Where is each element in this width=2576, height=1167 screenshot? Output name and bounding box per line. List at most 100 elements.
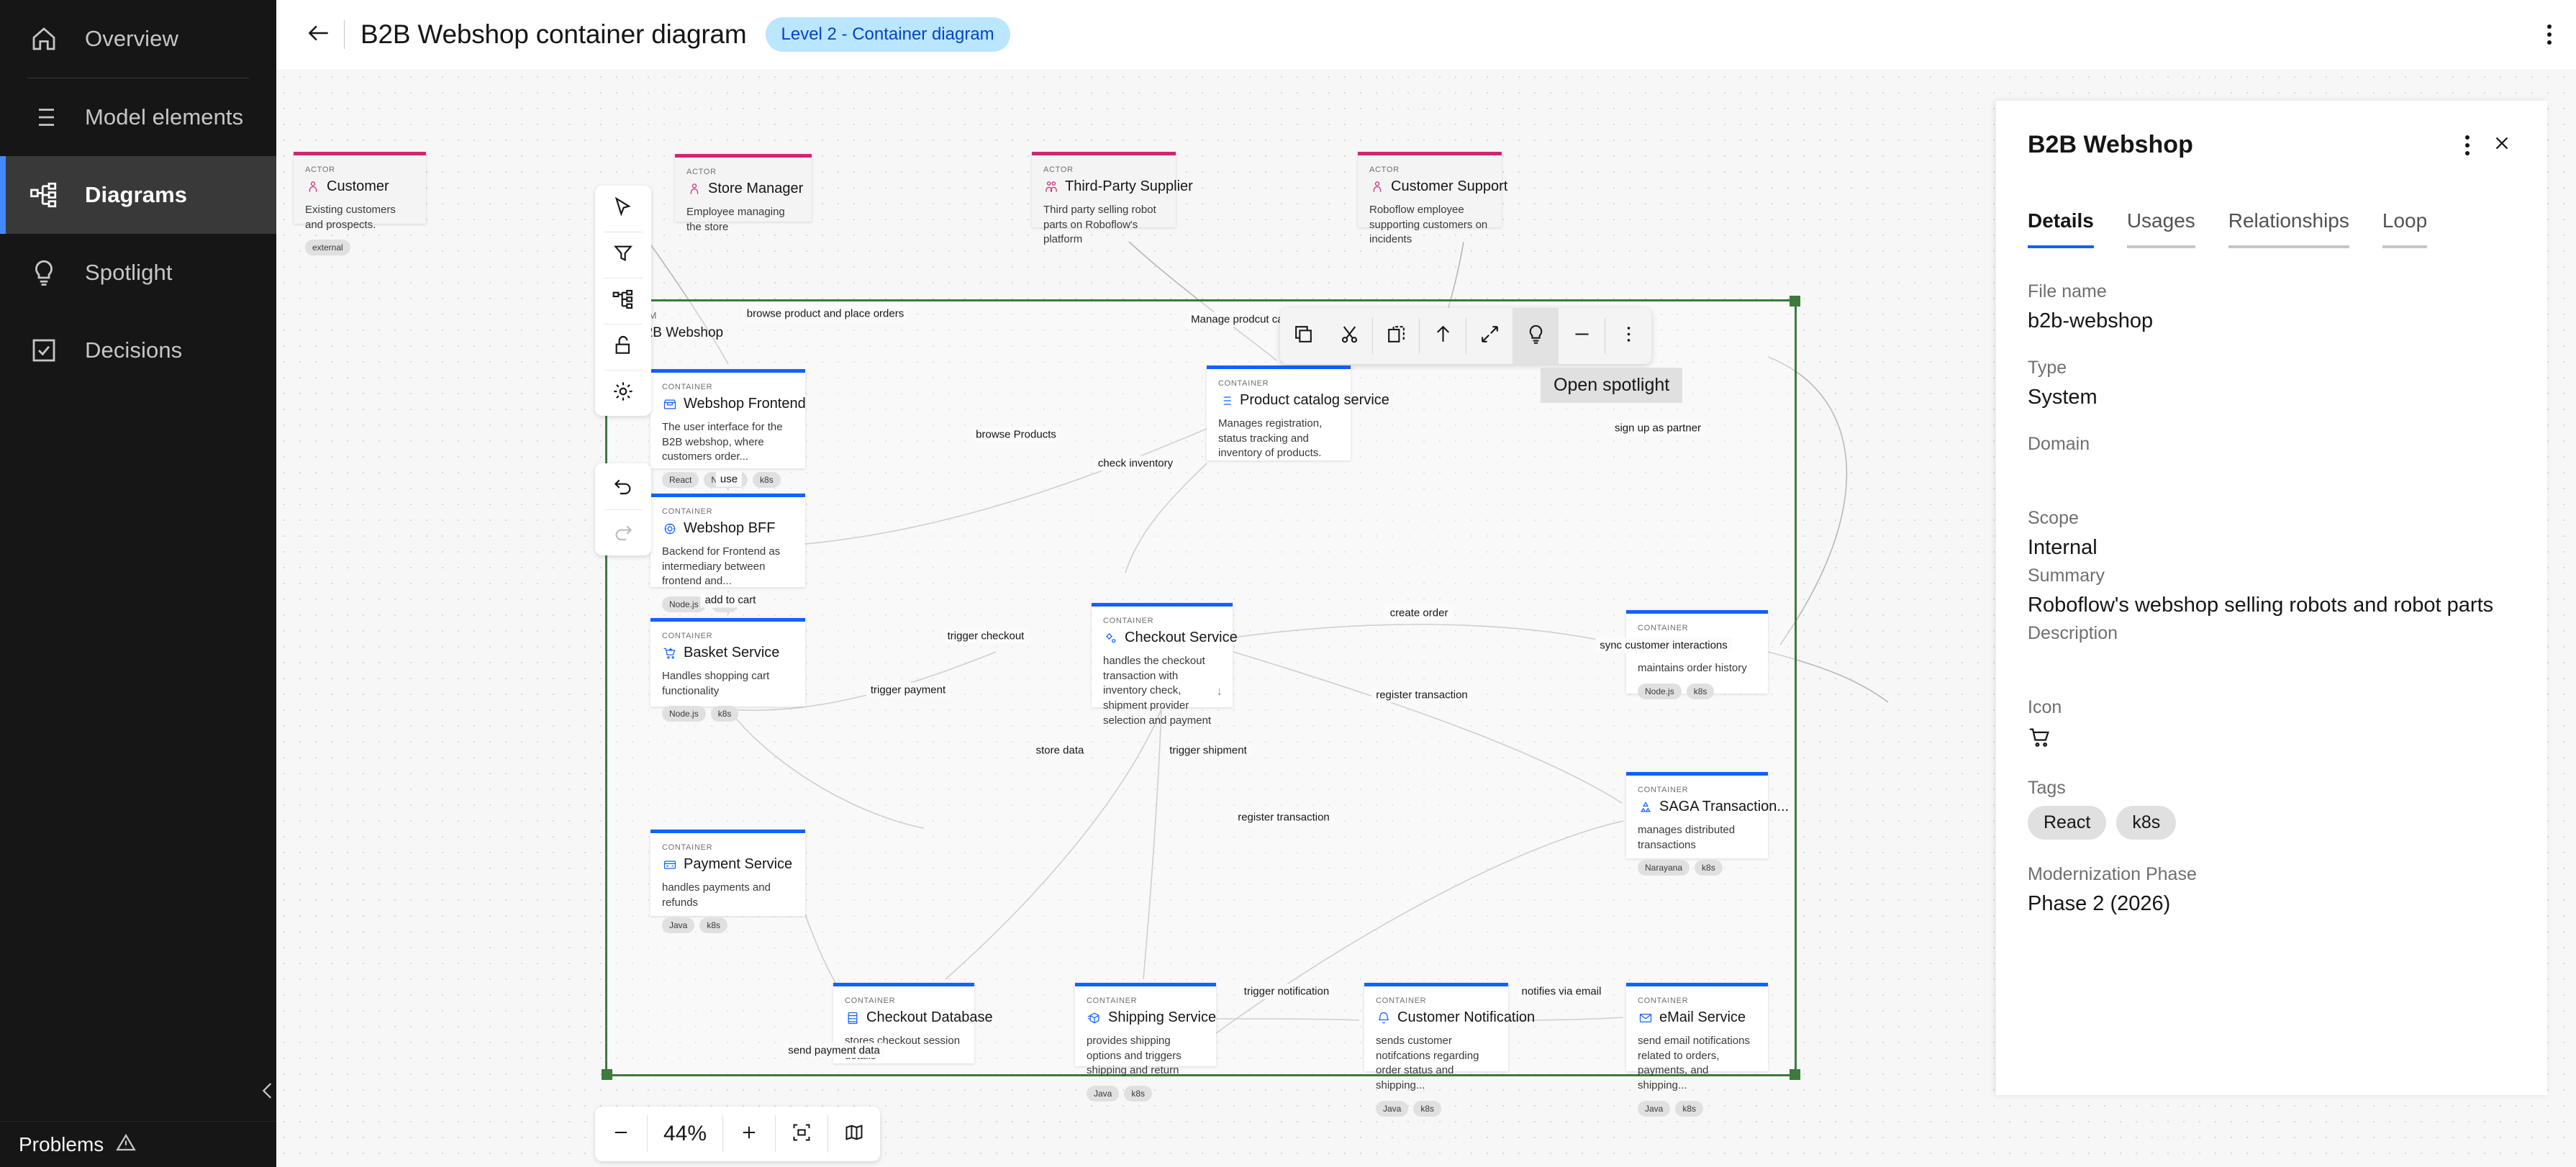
node-description: sends customer notifcations regarding or… [1376, 1035, 1479, 1092]
field-label: Domain [2028, 434, 2090, 454]
api-icon [662, 521, 677, 536]
topbar-overflow-menu-icon[interactable] [2547, 24, 2552, 45]
toolbar-divider [1372, 318, 1373, 354]
move-up-button[interactable] [1420, 308, 1466, 364]
home-icon [27, 22, 60, 55]
diagram-canvas[interactable]: SYSTEM B2B Webshop ACTORCustomerExisting… [276, 69, 2576, 1167]
node-kind-label: CONTAINER [1087, 996, 1138, 1005]
recycle-icon [1638, 799, 1653, 814]
zoom-in-button[interactable] [723, 1107, 775, 1161]
node-tag: React [662, 472, 699, 489]
zoom-level-value[interactable]: 44% [663, 1122, 707, 1145]
edge-label: trigger shipment [1165, 743, 1251, 758]
details-overflow-menu-icon[interactable] [2455, 130, 2480, 161]
field-icon: Icon [2028, 697, 2516, 753]
tab-relationships[interactable]: Relationships [2228, 209, 2349, 248]
problems-bar[interactable]: Problems [0, 1121, 276, 1167]
resize-handle-top-right[interactable] [1790, 296, 1800, 306]
edge-label: register transaction [1371, 687, 1472, 703]
tab-usages[interactable]: Usages [2126, 209, 2195, 248]
node-kind-label: CONTAINER [662, 507, 713, 516]
problems-label: Problems [19, 1132, 104, 1155]
back-button[interactable] [304, 19, 334, 50]
minimap-button[interactable] [828, 1107, 880, 1161]
warning-triangle-icon [115, 1132, 137, 1157]
sidebar-item-diagrams[interactable]: Diagrams [0, 156, 276, 234]
node-kind-label: CONTAINER [1103, 617, 1154, 625]
cut-button[interactable] [1326, 308, 1372, 364]
sidebar-item-overview[interactable]: Overview [0, 0, 276, 78]
sidebar-spacer [0, 389, 276, 1063]
expand-button[interactable] [1466, 308, 1513, 364]
zoom-out-button[interactable] [595, 1107, 647, 1161]
sidebar-collapse-button[interactable] [0, 1063, 276, 1121]
collapse-button[interactable] [1559, 308, 1605, 364]
drill-down-icon[interactable]: ↓ [1216, 684, 1223, 698]
sidebar-item-model-elements[interactable]: Model elements [0, 78, 276, 156]
node-kind-label: CONTAINER [1638, 624, 1689, 632]
node-tag: k8s [1695, 860, 1723, 876]
spotlight-button[interactable] [1513, 308, 1559, 364]
copy-button[interactable] [1280, 308, 1326, 364]
chevron-left-icon [255, 1079, 280, 1107]
undo-button[interactable] [595, 463, 651, 509]
field-summary: Summary Roboflow's webshop selling robot… [2028, 566, 2516, 617]
close-icon [2491, 137, 2513, 157]
diagram-level-badge: Level 2 - Container diagram [765, 17, 1010, 52]
close-panel-button[interactable] [2480, 128, 2516, 162]
hierarchy-tool-button[interactable] [595, 278, 651, 324]
field-label: Icon [2028, 697, 2062, 717]
resize-handle-bottom-right[interactable] [1790, 1069, 1800, 1080]
node-title: Checkout Database [866, 1009, 993, 1025]
cart-add-icon [662, 645, 677, 660]
sidebar-item-spotlight[interactable]: Spotlight [0, 234, 276, 312]
settings-tool-button[interactable] [595, 370, 651, 416]
node-kind-label: CONTAINER [1218, 379, 1269, 388]
minus-icon [611, 1122, 631, 1146]
unlocked-icon [612, 334, 635, 360]
node-kind-label: ACTOR [1043, 165, 1074, 174]
tab-details[interactable]: Details [2028, 209, 2094, 248]
node-tag: Narayana [1638, 860, 1690, 876]
filter-tool-button[interactable] [595, 232, 651, 278]
node-title: Store Manager [708, 181, 804, 196]
sidebar-item-decisions[interactable]: Decisions [0, 312, 276, 389]
copy-icon [1292, 323, 1315, 349]
resize-handle-bottom-left[interactable] [602, 1069, 612, 1080]
fit-to-screen-button[interactable] [776, 1107, 827, 1161]
select-tool-button[interactable] [595, 186, 651, 232]
sidebar-item-label: Decisions [85, 337, 183, 363]
node-title: Shipping Service [1108, 1009, 1217, 1025]
diagram-icon [27, 178, 60, 212]
node-description: manages distributed transactions [1638, 824, 1736, 851]
node-title: Customer Support [1391, 178, 1508, 194]
toolbar-more-button[interactable] [1605, 308, 1651, 364]
zoom-divider [647, 1115, 648, 1153]
node-description: Manages registration, status tracking an… [1218, 417, 1323, 460]
node-tag: Java [1087, 1086, 1120, 1102]
redo-button[interactable] [595, 509, 651, 555]
minimap-icon [844, 1122, 864, 1146]
lock-tool-button[interactable] [595, 324, 651, 370]
node-kind-label: CONTAINER [662, 383, 713, 391]
node-kind-label: CONTAINER [845, 996, 896, 1005]
tab-loop[interactable]: Loop [2382, 209, 2428, 248]
paste-button[interactable] [1373, 308, 1419, 364]
gears-icon [1103, 630, 1118, 645]
